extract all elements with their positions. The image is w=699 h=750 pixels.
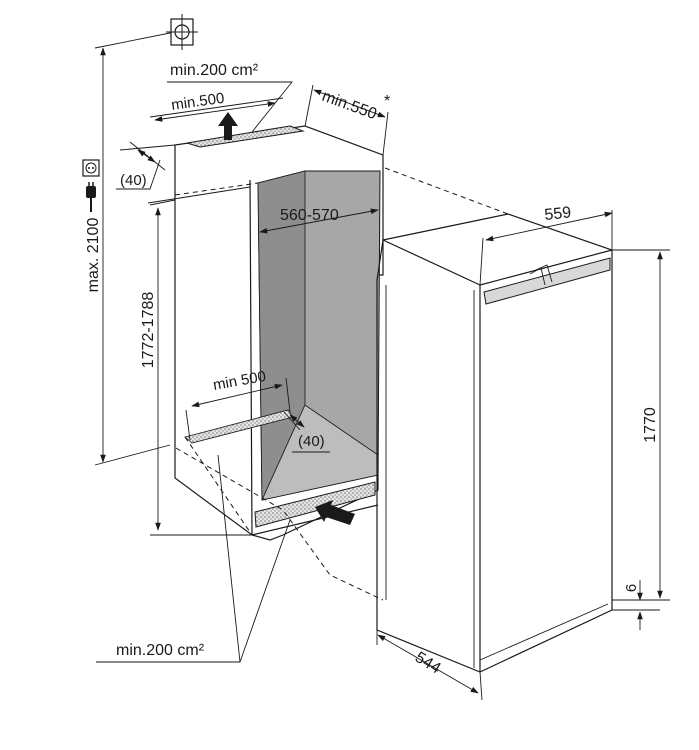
dim-bottom-vent-area: min.200 cm² (96, 454, 291, 663)
dim-niche-height: 1772-1788 (140, 199, 252, 536)
label-niche-depth: min.550 (320, 88, 379, 123)
label-bottom-gap: (40) (298, 433, 325, 450)
label-max-height: max. 2100 (85, 218, 102, 293)
dim-plinth-gap: 6 (612, 580, 660, 630)
label-top-gap: (40) (120, 172, 147, 189)
dim-max-height: max. 2100 (85, 31, 176, 466)
label-vent-top-area: min.200 cm² (170, 62, 259, 79)
plug-icon (86, 182, 96, 212)
appliance-handle (483, 257, 611, 305)
label-plinth-gap: 6 (623, 584, 640, 592)
dim-appliance-height: 1770 (612, 249, 670, 601)
dim-niche-width: 560-570 (147, 182, 379, 234)
dim-niche-depth: min.550 * (304, 84, 390, 156)
niche-floor (261, 404, 379, 501)
label-niche-height: 1772-1788 (140, 292, 157, 369)
bottom-airflow-arrow (315, 500, 355, 525)
dim-appliance-depth: 544 (376, 630, 483, 701)
label-vent-bottom-area: min.200 cm² (116, 642, 205, 659)
dim-bottom-gap: (40) (283, 411, 330, 453)
dim-top-gap: (40) (116, 141, 176, 190)
niche-cabinet (174, 125, 384, 601)
appliance (376, 213, 613, 673)
bottom-vent-grille (254, 481, 376, 528)
label-niche-width: 560-570 (280, 207, 339, 224)
label-appliance-width: 559 (544, 204, 572, 224)
top-vent-grille (186, 125, 305, 148)
label-appliance-depth: 544 (412, 649, 444, 678)
crosshair-circle-icon (166, 14, 198, 50)
dim-top-vent-depth: min.500 (149, 90, 284, 122)
dim-appliance-width: 559 (384, 167, 613, 286)
label-asterisk: * (384, 93, 390, 110)
label-appliance-height: 1770 (642, 407, 659, 443)
socket-icon (82, 159, 100, 177)
